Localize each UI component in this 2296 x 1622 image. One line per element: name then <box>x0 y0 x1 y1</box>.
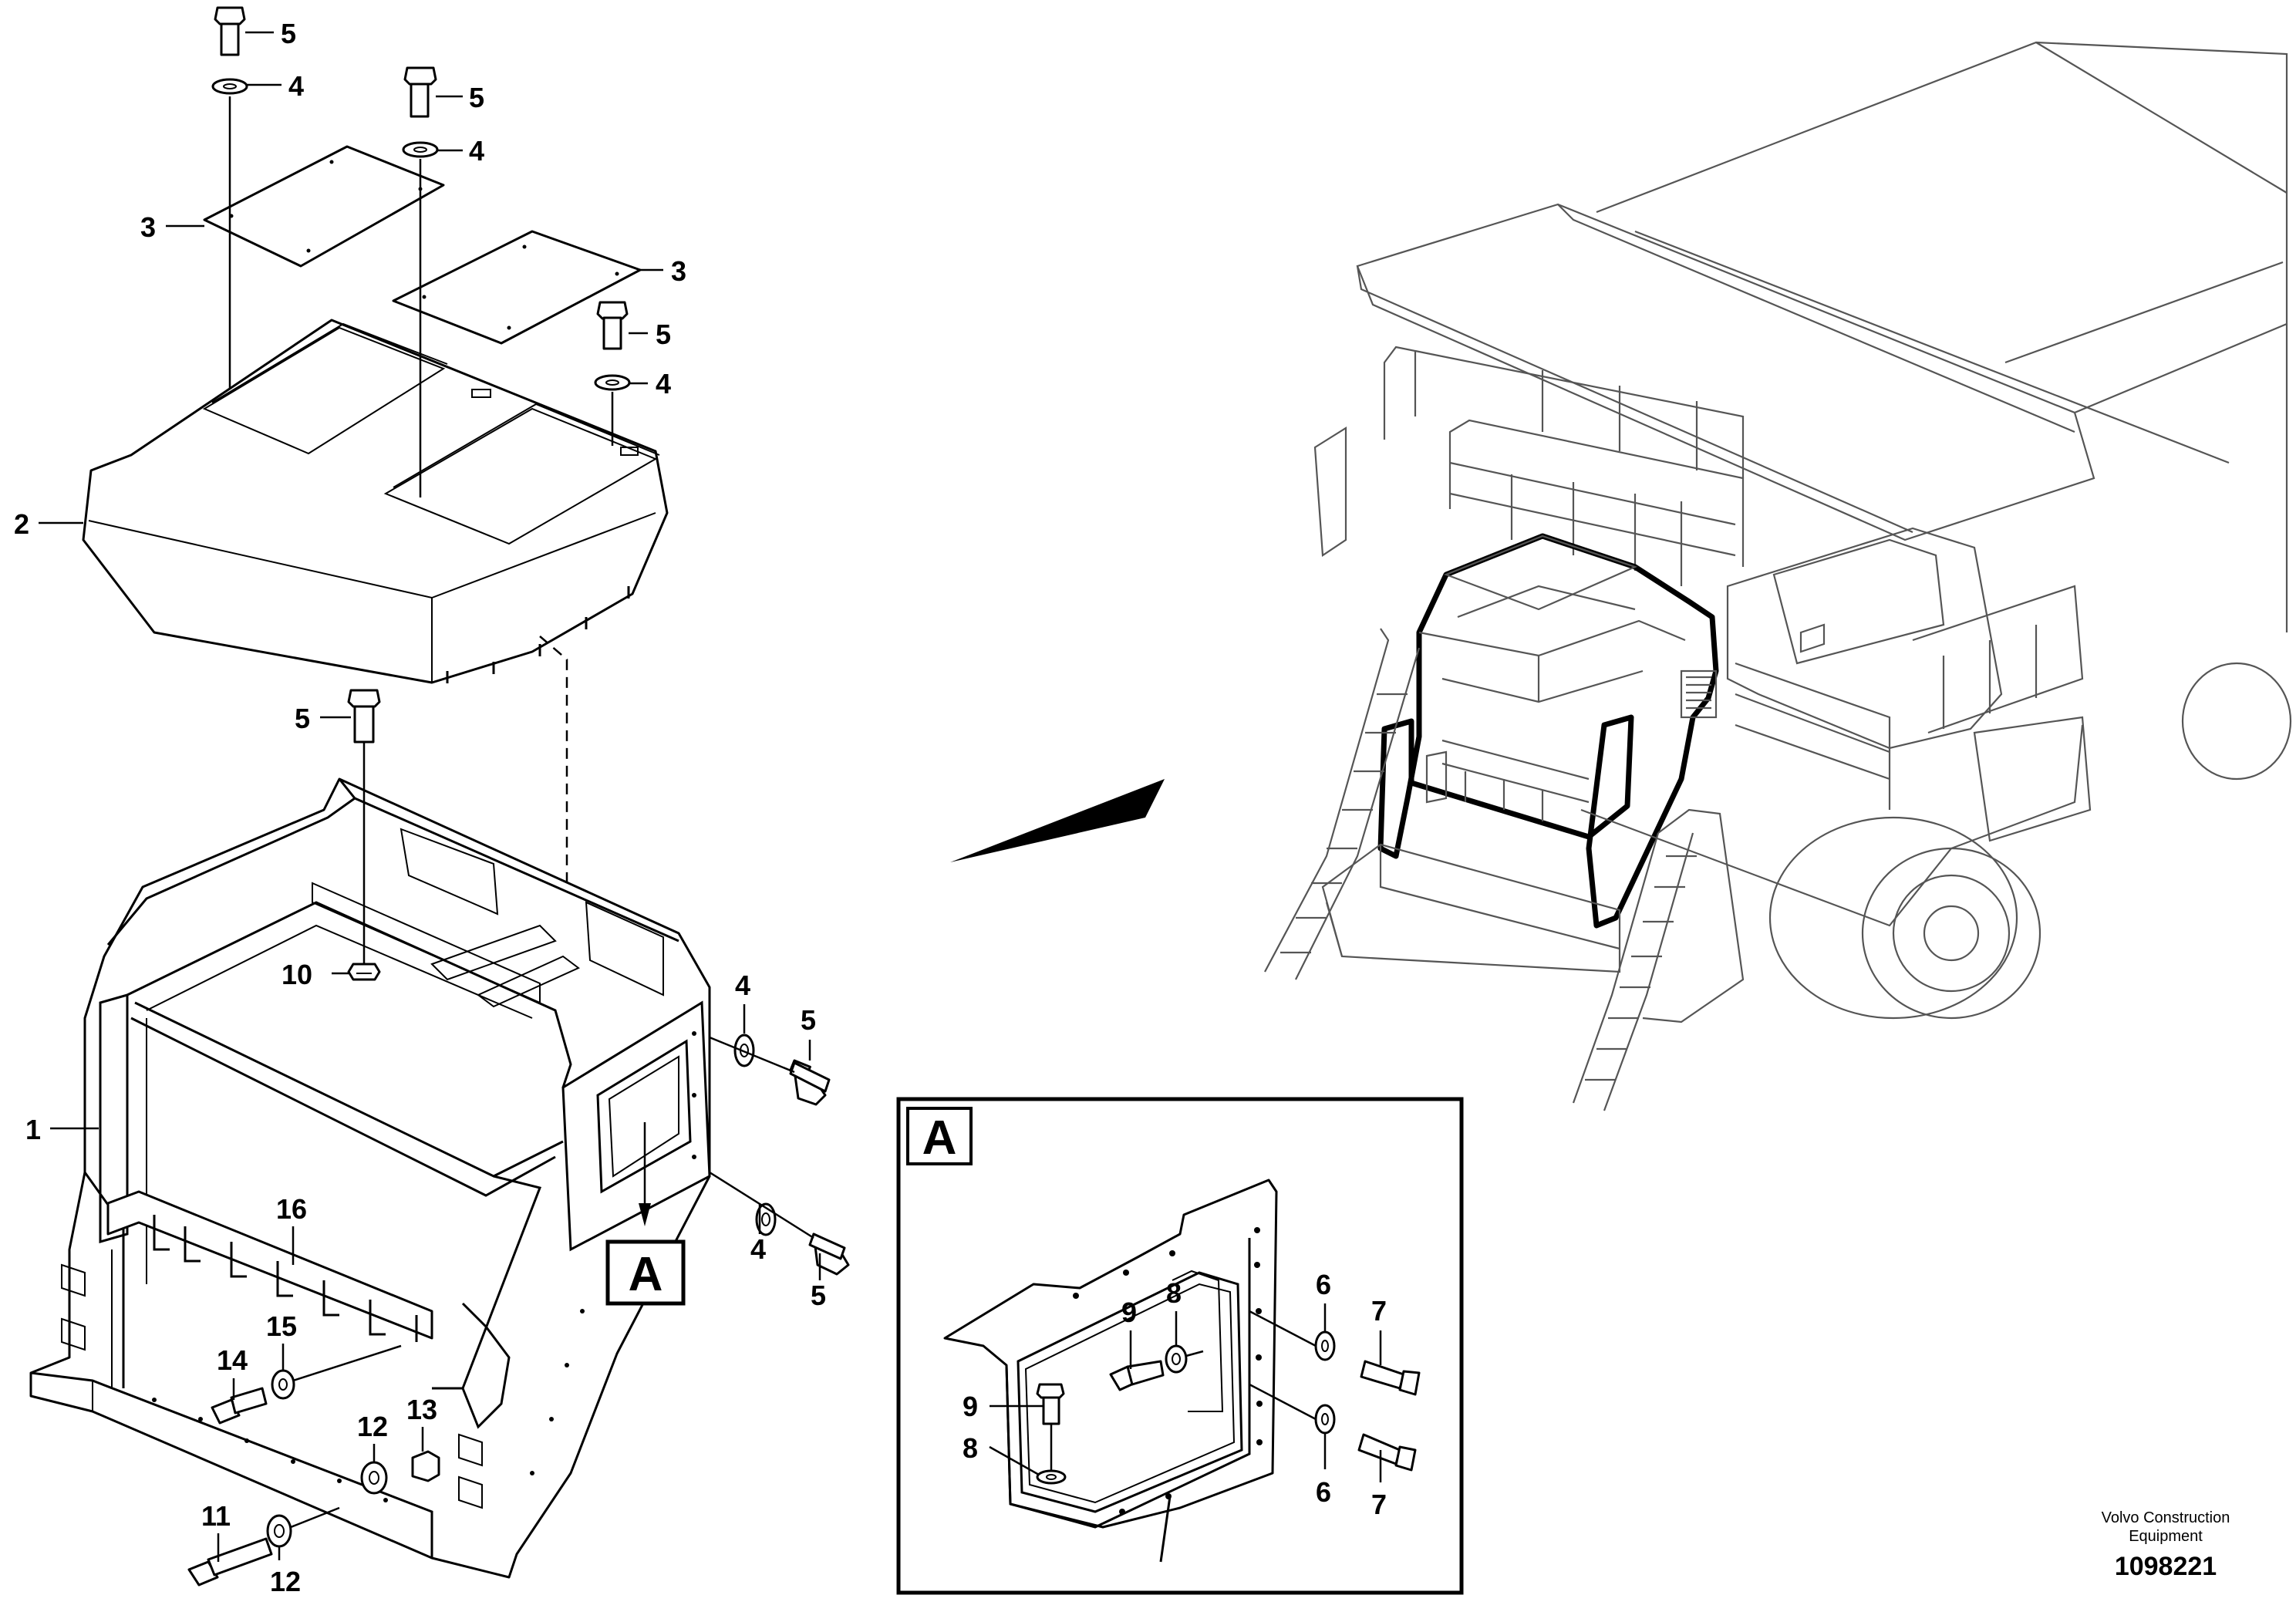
top-cover-part-2 <box>82 319 669 684</box>
callout-c9b: 9 <box>963 1391 978 1422</box>
callout-c4c: 4 <box>656 368 671 400</box>
callout-c15: 15 <box>266 1310 297 1342</box>
callout-c5d: 5 <box>295 703 310 734</box>
callout-c5c: 5 <box>656 319 671 350</box>
callout-leaders <box>39 31 1382 1562</box>
callout-c5b: 5 <box>469 82 484 113</box>
callout-labels: 5 4 5 4 3 3 5 4 2 5 10 4 5 1 4 5 16 15 1… <box>14 18 1387 1597</box>
callout-c4a: 4 <box>288 70 304 102</box>
callout-c8b: 8 <box>963 1432 978 1464</box>
callout-c5f: 5 <box>811 1280 826 1311</box>
side-bolt-upper <box>709 1034 831 1106</box>
callout-c1: 1 <box>25 1114 41 1145</box>
callout-c14: 14 <box>217 1344 248 1376</box>
callout-c4e: 4 <box>750 1233 766 1265</box>
lid-plate-part-3-left <box>203 145 445 268</box>
view-direction-arrow <box>950 779 1165 862</box>
callout-c5a: 5 <box>281 18 296 49</box>
callout-c6a: 6 <box>1316 1269 1331 1300</box>
bolt-washer-stack-1 <box>211 6 248 389</box>
callout-c12b: 12 <box>270 1566 301 1597</box>
callout-c8a: 8 <box>1166 1277 1182 1309</box>
bolt-washer-stack-3 <box>594 301 631 446</box>
detail-a-tag-text: A <box>629 1248 663 1301</box>
callout-c16: 16 <box>276 1193 307 1225</box>
side-bolt-lower <box>709 1171 850 1276</box>
bolt-washer-stack-2 <box>402 66 439 497</box>
frame-part-1 <box>29 777 711 1579</box>
callout-c3a: 3 <box>140 211 156 243</box>
callout-c9a: 9 <box>1121 1297 1137 1328</box>
callout-c4b: 4 <box>469 135 484 167</box>
credit-line-2: Equipment <box>2129 1528 2203 1545</box>
detail-a-box: A <box>896 1097 1464 1595</box>
callout-c6b: 6 <box>1316 1476 1331 1508</box>
detail-box-tag-text: A <box>922 1111 957 1165</box>
callout-c13: 13 <box>406 1394 437 1425</box>
callout-c5e: 5 <box>801 1004 816 1036</box>
callout-c7b: 7 <box>1371 1489 1387 1520</box>
lower-fasteners <box>187 1344 440 1587</box>
callout-c7a: 7 <box>1371 1295 1387 1327</box>
truck-illustration <box>1264 41 2292 1111</box>
credit-block: Volvo Construction Equipment 1098221 <box>2102 1509 2230 1581</box>
callout-c3b: 3 <box>671 255 686 287</box>
bolt-and-nut-stack <box>347 689 381 981</box>
callout-c12a: 12 <box>357 1411 388 1442</box>
callout-c10: 10 <box>282 959 312 990</box>
callout-c11: 11 <box>201 1500 231 1532</box>
detail-a-tag: A <box>605 1122 686 1306</box>
document-number: 1098221 <box>2115 1552 2217 1581</box>
callout-c4d: 4 <box>735 969 750 1001</box>
callout-c2: 2 <box>14 508 29 540</box>
credit-line-1: Volvo Construction <box>2102 1509 2230 1526</box>
